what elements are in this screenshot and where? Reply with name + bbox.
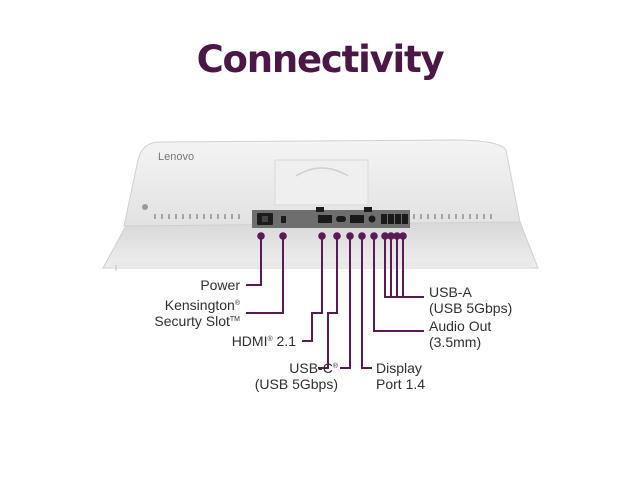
page-title: Connectivity (196, 38, 445, 81)
usb-a-label: USB-A (USB 5Gbps) (429, 284, 513, 316)
hdmi-port (318, 215, 332, 223)
callout-lines (246, 236, 424, 369)
callout-dots (257, 232, 407, 240)
lenovo-logo: Lenovo (158, 151, 194, 163)
power-label: Power (200, 277, 240, 293)
hdmi-label: HDMI® 2.1 (231, 333, 296, 349)
usb-a-port (381, 214, 387, 224)
usb-c-port (336, 216, 346, 222)
displayport-label: Display Port 1.4 (376, 360, 426, 392)
displayport-port (350, 215, 364, 223)
stand-mount (274, 159, 369, 206)
kensington-slot (281, 216, 286, 223)
audio-out-label: Audio Out (3.5mm) (429, 318, 492, 350)
vent-slots (154, 214, 492, 219)
audio-port (368, 215, 376, 223)
usb-c-label: USB-C® (USB 5Gbps) (254, 360, 338, 392)
monitor-bezel (102, 221, 539, 269)
kensington-label: Kensington® Securty SlotTM (154, 297, 240, 329)
